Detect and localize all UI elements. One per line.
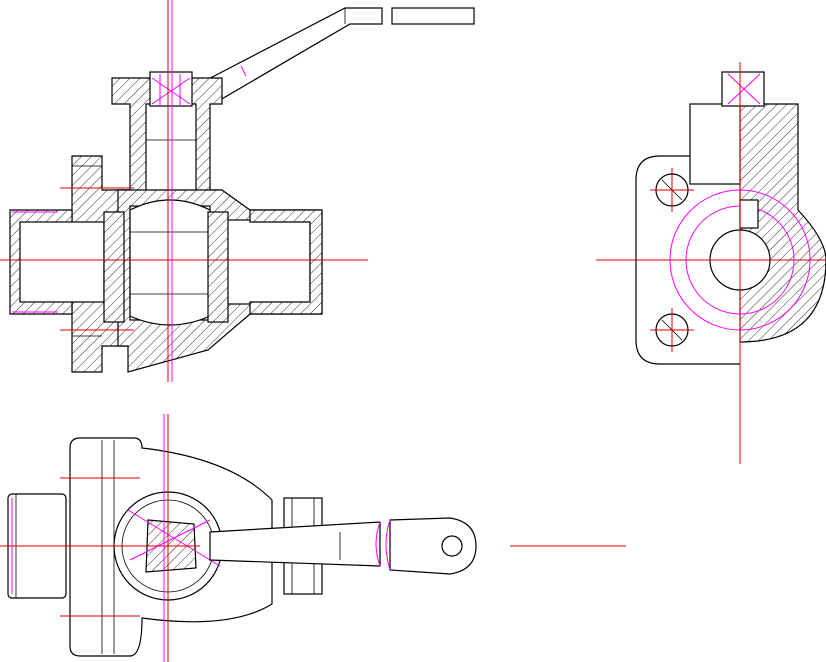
seat-left <box>103 211 125 323</box>
top-view <box>0 414 626 662</box>
top-center-lines <box>0 414 626 662</box>
right-pipe-end <box>249 209 323 315</box>
front-center-lines <box>0 0 368 382</box>
side-body-section <box>739 103 826 343</box>
bonnet <box>111 71 223 219</box>
ball <box>129 199 211 326</box>
side-section-view <box>596 62 826 464</box>
side-bonnet <box>689 103 741 185</box>
side-center-lines <box>596 62 826 464</box>
side-stem-top <box>721 71 765 107</box>
top-handle-lever <box>209 517 477 575</box>
handle-lever <box>193 7 475 101</box>
seat-right <box>207 211 229 323</box>
stem-thread <box>151 74 191 106</box>
front-section-view <box>0 0 475 382</box>
